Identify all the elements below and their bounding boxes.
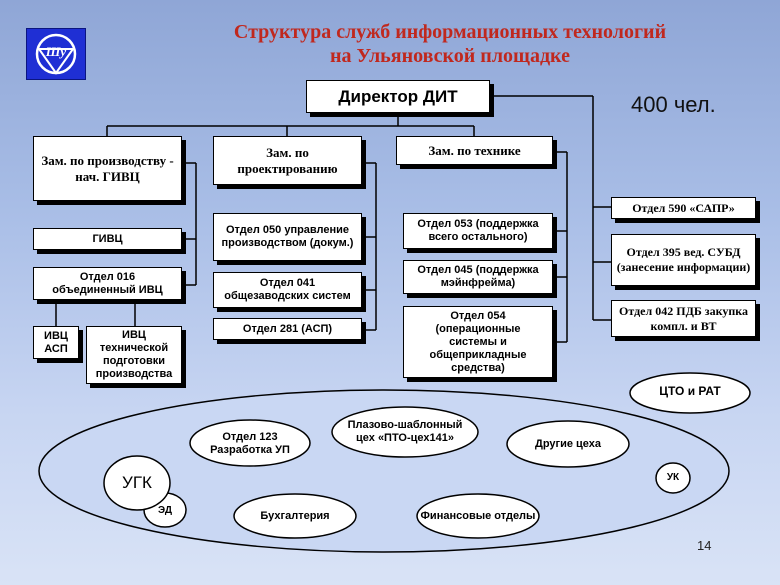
uk-label: УК [666, 472, 680, 483]
page-title: Структура служб информационных технологи… [150, 20, 750, 68]
accounting-label: Бухгалтерия [260, 510, 330, 522]
ugk-label: УГК [122, 473, 152, 492]
deputy-production-box: Зам. по производству - нач. ГИВЦ [33, 136, 182, 201]
deputy-design-box: Зам. по проектированию [213, 136, 362, 185]
title-line-2: на Ульяновской площадке [330, 45, 570, 67]
dept050-box: Отдел 050 управление производством (доку… [213, 213, 362, 261]
dept281-box: Отдел 281 (АСП) [213, 318, 362, 340]
cto-rat-ellipse [629, 372, 751, 414]
finance-label: Финансовые отделы [420, 510, 536, 522]
dept045-box: Отдел 045 (поддержка мэйнфрейма) [403, 260, 553, 294]
plazovo-ellipse [331, 406, 479, 458]
dept395-box: Отдел 395 вед. СУБД (занесение информаци… [611, 234, 756, 286]
givc-box: ГИВЦ [33, 228, 182, 250]
dept016-box: Отдел 016 объединенный ИВЦ [33, 267, 182, 300]
dept054-box: Отдел 054 (операционные системы и общепр… [403, 306, 553, 378]
page-number: 14 [697, 538, 712, 553]
title-line-1: Структура служб информационных технологи… [233, 21, 667, 43]
other-shops-ellipse [506, 420, 630, 468]
dept041-box: Отдел 041 общезаводских систем [213, 272, 362, 308]
accounting-ellipse [233, 493, 357, 539]
ivc-asp-box: ИВЦ АСП [33, 326, 79, 359]
ivc-tech-box: ИВЦ технической подготовки производства [86, 326, 182, 384]
company-logo: Шу [26, 28, 86, 80]
dept590-box: Отдел 590 «САПР» [611, 197, 756, 219]
plazovo-label: Плазово-шаблонный цех «ПТО-цех141» [347, 419, 463, 444]
dept123-ellipse [189, 419, 311, 467]
ugk-ellipse [103, 455, 171, 511]
ed-label: ЭД [158, 505, 172, 516]
dept042-box: Отдел 042 ПДБ закупка компл. и ВТ [611, 300, 756, 337]
finance-ellipse [416, 493, 540, 539]
uk-ellipse [655, 462, 691, 494]
cto-rat-label: ЦТО и РАТ [659, 384, 721, 398]
logo-emblem-icon: Шу [35, 33, 77, 75]
headcount: 400 чел. [631, 92, 716, 117]
deputy-technical-box: Зам. по технике [396, 136, 553, 165]
director-box: Директор ДИТ [306, 80, 490, 113]
other-shops-label: Другие цеха [534, 438, 602, 450]
dept123-label: Отдел 123 Разработка УП [210, 431, 290, 456]
dept053-box: Отдел 053 (поддержка всего остального) [403, 213, 553, 249]
svg-text:Шу: Шу [45, 44, 67, 59]
